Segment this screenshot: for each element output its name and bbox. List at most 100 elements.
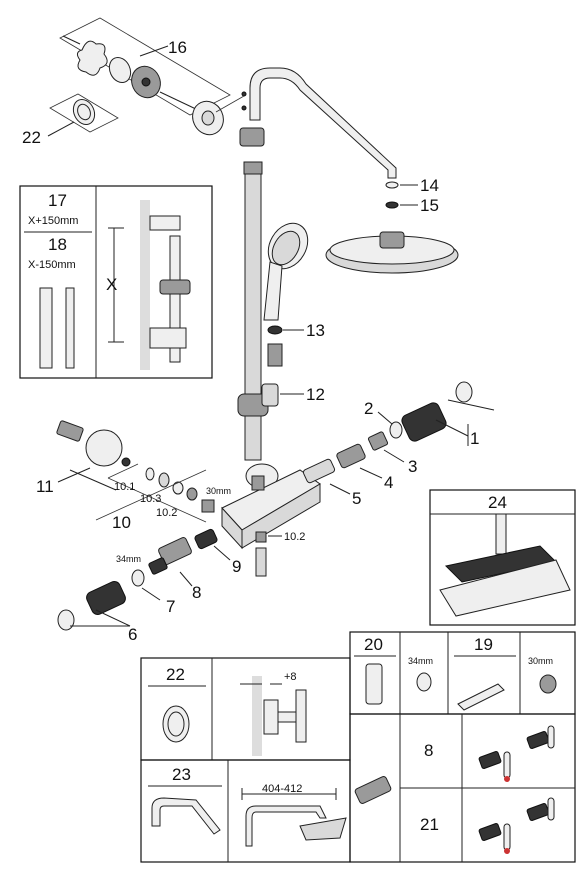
label-14: 14 bbox=[420, 176, 439, 195]
handle-1 bbox=[401, 402, 447, 442]
label-x: X bbox=[106, 275, 117, 294]
size-34mm-main: 34mm bbox=[116, 554, 141, 564]
table-size-34mm: 34mm bbox=[408, 656, 433, 666]
label-24: 24 bbox=[488, 493, 507, 512]
part-10-3 bbox=[145, 467, 155, 481]
label-20: 20 bbox=[364, 635, 383, 654]
cartridge-9 bbox=[194, 528, 218, 550]
riser-pipe-18 bbox=[65, 287, 75, 369]
body-outlet bbox=[251, 475, 265, 491]
thermostat-24 bbox=[439, 559, 571, 617]
label-22: 22 bbox=[22, 128, 41, 147]
label-404-412: 404-412 bbox=[262, 783, 302, 795]
shower-arm bbox=[249, 67, 397, 179]
nut-7 bbox=[131, 569, 145, 587]
riser-assembly: 14 15 13 12 bbox=[215, 67, 459, 489]
arm-connector bbox=[239, 127, 265, 147]
size-30mm-main: 30mm bbox=[206, 486, 231, 496]
label-10-1: 10.1 bbox=[114, 481, 135, 493]
left-parts: 11 10.1 10.3 10.2 10 9 8 34mm 7 6 bbox=[36, 420, 241, 644]
nut-34mm bbox=[416, 672, 432, 692]
label-17: 17 bbox=[48, 191, 67, 210]
thermo-cartridge-table bbox=[354, 776, 392, 804]
label-13: 13 bbox=[306, 321, 325, 340]
handle-cap-1 bbox=[455, 381, 473, 403]
table-label-8: 8 bbox=[424, 741, 433, 760]
handle-cap-6 bbox=[57, 609, 75, 631]
inset-bottom-bracket bbox=[149, 327, 187, 349]
hand-shower bbox=[263, 222, 309, 321]
nut-30mm bbox=[201, 499, 215, 513]
inset-17-18: 17 X+150mm 18 X-150mm X bbox=[19, 185, 213, 379]
screw bbox=[62, 35, 81, 45]
seal-ring bbox=[108, 56, 132, 84]
riser-top-nut bbox=[243, 161, 263, 175]
head-shower-joint bbox=[379, 231, 405, 249]
label-2: 2 bbox=[364, 399, 373, 418]
handle-6 bbox=[86, 580, 126, 616]
label-10-3: 10.3 bbox=[140, 493, 161, 505]
long-screw bbox=[159, 91, 199, 111]
part-10-2-left bbox=[172, 481, 184, 495]
thermostat-group: 30mm 10.2 bbox=[201, 469, 321, 577]
o-ring-15 bbox=[385, 201, 399, 209]
filter-10-1 bbox=[121, 457, 131, 467]
bracket-plate bbox=[76, 40, 108, 76]
riser-pipe-17 bbox=[39, 287, 53, 369]
label-12: 12 bbox=[306, 385, 325, 404]
inset-24-frame bbox=[429, 489, 576, 626]
label-8: 8 bbox=[192, 583, 201, 602]
label-9: 9 bbox=[232, 557, 241, 576]
hose-nut bbox=[267, 343, 283, 367]
label-4: 4 bbox=[384, 473, 393, 492]
bracket-plus8 bbox=[263, 699, 279, 735]
washer-14 bbox=[385, 181, 399, 189]
head-shower-23 bbox=[299, 817, 347, 841]
inset-top-bracket bbox=[149, 215, 181, 231]
label-6: 6 bbox=[128, 625, 137, 644]
rosette-11 bbox=[85, 429, 123, 467]
label-5: 5 bbox=[352, 489, 361, 508]
wrench-19 bbox=[457, 683, 505, 711]
connector-5 bbox=[302, 458, 336, 484]
part-10-2-right bbox=[255, 531, 267, 543]
inset-24: 24 bbox=[429, 489, 576, 626]
lower-outlet bbox=[255, 547, 267, 577]
eccentric-11 bbox=[56, 420, 84, 442]
label-15: 15 bbox=[420, 196, 439, 215]
label-10-2b: 10.2 bbox=[284, 531, 305, 543]
label-10: 10 bbox=[112, 513, 131, 532]
table-label-23: 23 bbox=[172, 765, 191, 784]
inset-17-18-frame bbox=[19, 185, 213, 379]
ring-2 bbox=[389, 421, 403, 439]
label-1: 1 bbox=[470, 429, 479, 448]
thermometer-21 bbox=[503, 823, 511, 851]
label-x-plus-150: X+150mm bbox=[28, 215, 78, 227]
right-parts: 1 2 3 4 5 bbox=[302, 381, 495, 508]
nut-30mm-table bbox=[539, 674, 557, 694]
label-19: 19 bbox=[474, 635, 493, 654]
label-11: 11 bbox=[36, 477, 54, 496]
label-plus-8: +8 bbox=[284, 671, 297, 683]
thermometer-8 bbox=[503, 751, 511, 779]
label-3: 3 bbox=[408, 457, 417, 476]
label-10-2a: 10.2 bbox=[156, 507, 177, 519]
nut-3 bbox=[367, 431, 389, 451]
inset-slider bbox=[159, 279, 191, 295]
hand-shower-seal-13 bbox=[267, 325, 283, 335]
shower-arm-23 bbox=[151, 797, 221, 835]
label-x-minus-150: X-150mm bbox=[28, 259, 76, 271]
label-18: 18 bbox=[48, 235, 67, 254]
table-size-30mm: 30mm bbox=[528, 656, 553, 666]
table-label-22: 22 bbox=[166, 665, 185, 684]
cartridge-4 bbox=[336, 443, 366, 469]
accessory-table: 20 34mm 19 30mm 22 +8 23 404-412 bbox=[140, 631, 576, 863]
cartridge-pair-21 bbox=[478, 797, 555, 854]
tool-20 bbox=[365, 663, 383, 705]
wall-bracket-group: 16 22 bbox=[22, 17, 231, 147]
table-label-21: 21 bbox=[420, 815, 439, 834]
cartridge-pair-8 bbox=[478, 725, 555, 782]
label-16: 16 bbox=[168, 38, 187, 57]
label-7: 7 bbox=[166, 597, 175, 616]
